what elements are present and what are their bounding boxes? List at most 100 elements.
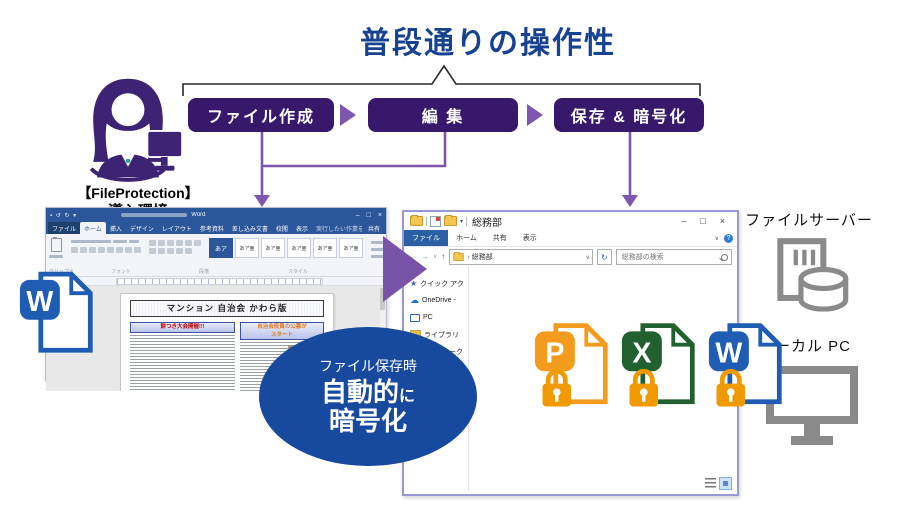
badge-line2: 自動的に xyxy=(320,377,416,408)
file-server-icon xyxy=(777,238,849,312)
sidebar-item-pc[interactable]: PC xyxy=(404,309,468,326)
monitor-base xyxy=(791,436,833,445)
tab-layout[interactable]: レイアウト xyxy=(161,226,192,233)
explorer-addressbar: ← → ∨ ↑ › 総務部 ∨ ↻ xyxy=(404,247,737,267)
paragraph-group[interactable] xyxy=(149,236,201,268)
close-button[interactable]: × xyxy=(377,211,382,219)
tell-me-box[interactable]: 実行したい作業を入力してください xyxy=(315,226,362,233)
newsletter-left-body xyxy=(130,335,235,391)
big-arrow-right-icon xyxy=(383,236,427,302)
menu-view[interactable]: 表示 xyxy=(522,235,537,242)
search-input[interactable] xyxy=(619,252,721,262)
close-button[interactable]: × xyxy=(719,216,725,226)
tab-review[interactable]: 校閲 xyxy=(275,226,288,233)
local-pc-label: ローカル PC xyxy=(758,338,851,355)
styles-gallery[interactable]: あア あア亜 あア亜 あア亜 あア亜 あア亜 xyxy=(209,236,363,268)
tab-references[interactable]: 参考資料 xyxy=(199,226,224,233)
monitor-icon xyxy=(410,313,420,322)
tab-mailings[interactable]: 差し込み文書 xyxy=(231,226,268,233)
style-item[interactable]: あア亜 xyxy=(339,238,363,258)
word-file-encrypted-icon[interactable]: W xyxy=(707,319,785,416)
paste-icon[interactable] xyxy=(50,237,62,252)
editing-group[interactable] xyxy=(371,236,391,268)
ruler xyxy=(46,277,386,286)
svg-text:W: W xyxy=(715,338,742,370)
tab-insert[interactable]: 挿入 xyxy=(109,226,122,233)
ribbon-collapse-icon[interactable]: ∨ xyxy=(714,235,719,242)
page-title: 普段通りの操作性 xyxy=(360,27,616,60)
file-server-label: ファイルサーバー xyxy=(745,212,873,229)
style-item[interactable]: あア亜 xyxy=(287,238,311,258)
arrow-right-icon xyxy=(527,104,543,126)
search-field[interactable] xyxy=(615,249,732,265)
style-item-selected[interactable]: あア xyxy=(209,238,233,258)
tab-file[interactable]: ファイル xyxy=(48,222,81,234)
explorer-file-list[interactable]: P X W xyxy=(469,267,782,491)
lock-icon xyxy=(632,368,655,387)
badge-line3: 暗号化 xyxy=(328,405,407,436)
font-group[interactable] xyxy=(71,236,141,268)
breadcrumb-chevron: › xyxy=(467,253,470,261)
user-with-pc-icon xyxy=(89,78,184,182)
style-item[interactable]: あア亜 xyxy=(235,238,259,258)
tab-home[interactable]: ホーム xyxy=(80,222,106,234)
explorer-app-icon xyxy=(430,215,441,227)
powerpoint-file-encrypted-icon[interactable]: P xyxy=(533,319,611,416)
tab-view[interactable]: 表示 xyxy=(295,226,308,233)
monitor-stand xyxy=(804,424,820,436)
minimize-button[interactable]: – xyxy=(355,211,360,219)
excel-file-encrypted-icon[interactable]: X xyxy=(620,319,698,416)
svg-text:P: P xyxy=(545,338,564,370)
clipboard-group[interactable] xyxy=(49,236,63,268)
search-icon xyxy=(721,253,728,261)
style-item[interactable]: あア亜 xyxy=(313,238,337,258)
menu-share[interactable]: 共有 xyxy=(492,235,507,242)
svg-text:X: X xyxy=(632,338,651,370)
address-field[interactable]: › 総務部 ∨ xyxy=(449,249,593,265)
quick-access-toolbar[interactable]: ▪ ↺ ↻ ▾ xyxy=(50,212,78,219)
refresh-icon[interactable]: ↻ xyxy=(596,249,612,265)
word-ribbon: あア あア亜 あア亜 あア亜 あア亜 あア亜 クリップボード フォント 段落 ス… xyxy=(46,234,391,277)
svg-text:W: W xyxy=(26,286,53,318)
person-caption-line1: 【FileProtection】 xyxy=(77,185,199,201)
icons-view-icon[interactable] xyxy=(719,477,732,490)
newsletter-title: マンション 自治会 かわら版 xyxy=(130,300,324,317)
folder-icon xyxy=(444,215,457,226)
flow-step-edit: 編 集 xyxy=(368,98,518,132)
explorer-titlebar[interactable]: ▾ 総務部 – □ × xyxy=(404,212,737,230)
flow-step-create: ファイル作成 xyxy=(188,98,334,132)
style-item[interactable]: あア亜 xyxy=(261,238,285,258)
up-icon[interactable]: ↑ xyxy=(441,252,446,261)
explorer-window: ▾ 総務部 – □ × ファイル ホーム 共有 表示 ∨ ? ← → ∨ ↑ xyxy=(402,210,782,496)
help-icon[interactable]: ? xyxy=(724,233,733,243)
explorer-menubar: ファイル ホーム 共有 表示 ∨ ? xyxy=(404,230,737,247)
breadcrumb[interactable]: 総務部 xyxy=(471,254,493,261)
word-ribbon-tabs: ファイル ホーム 挿入 デザイン レイアウト 参考資料 差し込み文書 校閲 表示… xyxy=(46,222,386,234)
word-titlebar[interactable]: ▪ ↺ ↻ ▾ Word – □ × xyxy=(46,208,386,222)
flow-step-save-encrypt: 保存 & 暗号化 xyxy=(554,98,704,132)
document-title-blur xyxy=(121,213,188,217)
arrow-right-icon xyxy=(340,104,356,126)
brace-shape xyxy=(182,64,701,96)
folder-icon xyxy=(453,252,465,261)
newsletter-right-heading: 自治会役員の公募が スタート xyxy=(240,322,324,340)
maximize-button[interactable]: □ xyxy=(700,216,706,226)
details-view-icon[interactable] xyxy=(705,478,716,489)
arrow-down-icon xyxy=(622,195,638,207)
word-app-name: Word xyxy=(191,212,206,218)
recent-dropdown-icon[interactable]: ∨ xyxy=(433,254,438,260)
chevron-down-icon[interactable]: ▾ xyxy=(460,218,464,225)
lock-icon xyxy=(719,368,742,387)
edit-connector-line xyxy=(262,132,447,168)
minimize-button[interactable]: – xyxy=(681,216,687,226)
maximize-button[interactable]: □ xyxy=(366,211,371,219)
newsletter-left-heading: 餅つき大会開催!!! xyxy=(130,322,235,333)
tab-design[interactable]: デザイン xyxy=(129,226,154,233)
share-button[interactable]: 共有 xyxy=(367,226,380,233)
arrow-down-icon xyxy=(254,195,270,207)
address-dropdown-icon[interactable]: ∨ xyxy=(585,254,590,261)
menu-home[interactable]: ホーム xyxy=(456,235,477,242)
word-file-icon: W xyxy=(19,271,93,353)
